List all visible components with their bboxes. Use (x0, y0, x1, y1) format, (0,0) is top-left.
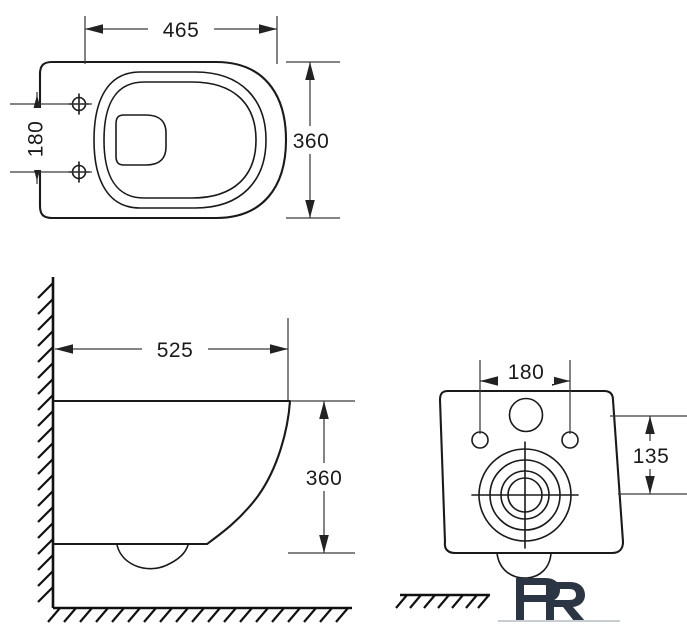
rear-view-fixing-hole-right (561, 431, 579, 449)
dimension-top-width: 360 (286, 61, 340, 219)
top-view-bowl-opening (103, 81, 257, 199)
top-view-seat-rim (93, 71, 267, 209)
view-top: 465 360 180 (10, 16, 340, 220)
dimension-side-height: 360 (288, 400, 355, 554)
dimension-label-180-rear: 180 (508, 361, 545, 384)
side-view-outlet-bulge (116, 544, 189, 570)
view-side: 525 360 (37, 277, 355, 623)
manufacturer-logo (498, 578, 620, 622)
dimension-label-360-side: 360 (306, 467, 343, 490)
rear-view-waste-outlet (471, 441, 579, 549)
rear-view-flush-inlet (508, 397, 544, 433)
top-view-flush-aperture (115, 114, 167, 166)
dimension-label-180-top: 180 (25, 121, 48, 158)
dimension-top-length: 465 (84, 16, 278, 64)
rear-view-fixing-hole-left (471, 431, 489, 449)
rear-view-outline (438, 389, 625, 555)
rear-view-bottom-stub (496, 552, 552, 579)
side-view-floor-hatching (47, 607, 349, 623)
dimension-side-projection: 525 (55, 318, 289, 400)
dimension-label-135: 135 (633, 445, 670, 468)
dimension-label-465: 465 (163, 19, 200, 42)
dimension-label-360-top: 360 (293, 130, 330, 153)
dimension-rear-bolt-spacing: 180 (479, 358, 571, 434)
dimension-label-525: 525 (157, 339, 194, 362)
dimension-rear-outlet-height: 135 (610, 415, 687, 495)
side-view-bowl-profile (51, 399, 292, 546)
view-rear: 180 135 (395, 358, 687, 609)
rear-view-floor-hatching (395, 594, 490, 609)
top-view-outer-outline (38, 60, 288, 220)
dimension-top-bolt-spacing: 180 (10, 92, 92, 184)
side-view-wall-hatching (37, 282, 54, 603)
